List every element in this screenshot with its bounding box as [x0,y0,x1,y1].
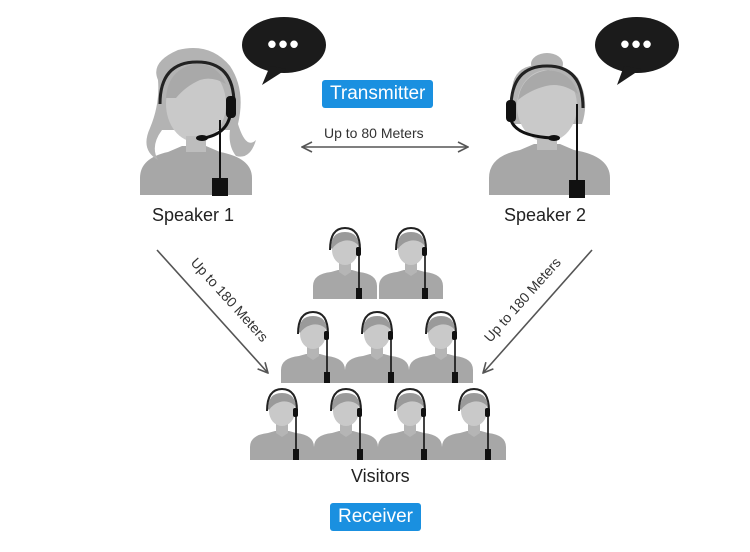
speaker-2-label: Speaker 2 [504,205,587,225]
transmitter-badge: Transmitter [322,80,434,108]
visitor-person [378,227,444,300]
visitor-person [313,388,379,461]
arrow-speaker2-to-visitors [483,249,593,373]
visitor-person [344,311,410,384]
visitors-label: Visitors [351,466,410,486]
distance-label-speaker2: Up to 180 Meters [481,254,564,345]
visitor-person [280,311,346,384]
visitor-person [377,388,443,461]
speaker-2-speech-bubble: ••• [595,17,679,85]
arrow-speaker1-to-visitors [156,249,268,373]
speaker-1-label: Speaker 1 [152,205,235,225]
speaker-2-figure [489,53,610,198]
visitor-person [249,388,315,461]
visitor-person [312,227,378,300]
bubble-dots-1: ••• [267,29,300,59]
receiver-badge: Receiver [330,503,421,531]
speaker-1-speech-bubble: ••• [242,17,326,85]
speaker-1-figure [140,48,256,196]
visitor-person [441,388,507,461]
visitors-group [249,227,507,461]
distance-label-speakers: Up to 80 Meters [324,125,424,141]
bubble-dots-2: ••• [620,29,653,59]
visitor-person [408,311,474,384]
